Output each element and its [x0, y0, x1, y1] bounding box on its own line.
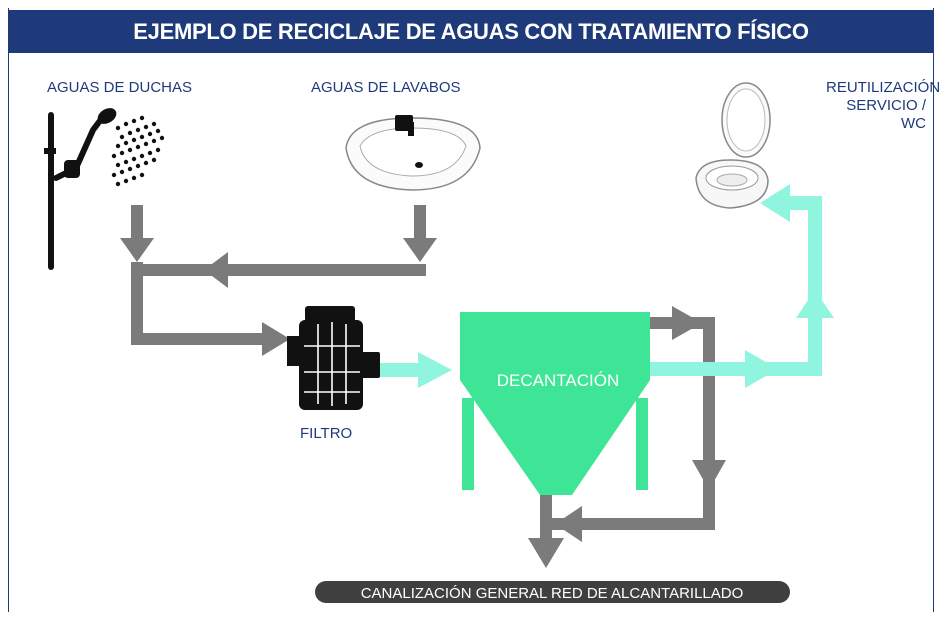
arrow-sink-down [403, 238, 437, 262]
arrow-shower-down [120, 238, 154, 262]
arrow-into-filter [262, 322, 290, 356]
label-filtro: FILTRO [300, 425, 353, 442]
label-reutilizacion-line1: REUTILIZACIÓN [826, 79, 941, 96]
arrow-overflow-right [672, 306, 702, 340]
pipe-tank-outlet [648, 362, 818, 376]
label-reutilizacion-line2: SERVICIO / WC [846, 97, 926, 132]
diagram-title: EJEMPLO DE RECICLAJE DE AGUAS CON TRATAM… [8, 10, 934, 53]
pipe-up-to-wc [808, 200, 822, 376]
pipe-shower-down [131, 205, 143, 240]
arrow-into-wc [760, 184, 790, 222]
tank-leg-left [462, 398, 474, 490]
tank-leg-right [636, 398, 648, 490]
tank-label: DECANTACIÓN [497, 371, 619, 390]
pipe-to-filter [131, 333, 271, 345]
sewer-label: CANALIZACIÓN GENERAL RED DE ALCANTARILLA… [361, 585, 744, 602]
pipe-sink-down [414, 205, 426, 240]
tank-body [460, 312, 650, 495]
filter-icon [287, 306, 380, 410]
treated-water-pipes [380, 184, 834, 388]
arrow-sink-left [204, 252, 228, 288]
grey-water-pipes [120, 205, 726, 568]
sink-icon [345, 115, 481, 191]
shower-icon [44, 108, 165, 270]
toilet-icon [695, 82, 771, 209]
pipe-sink-horizontal [137, 264, 426, 276]
arrow-outlet-right [745, 350, 778, 388]
sewer-bar: CANALIZACIÓN GENERAL RED DE ALCANTARILLA… [315, 581, 790, 603]
pipe-tank-drain [540, 495, 552, 540]
arrow-into-tank [418, 352, 452, 388]
pipe-filter-to-tank [380, 363, 420, 377]
pipe-shower-vertical [131, 262, 143, 345]
pipe-into-wc [780, 196, 822, 210]
arrow-up-to-wc [796, 290, 834, 318]
arrow-overflow-down [692, 460, 726, 490]
diagram-frame [8, 8, 934, 612]
label-reutilizacion: REUTILIZACIÓN SERVICIO / WC [826, 79, 941, 133]
label-aguas-lavabos: AGUAS DE LAVABOS [311, 79, 461, 96]
label-aguas-duchas: AGUAS DE DUCHAS [47, 79, 193, 96]
pipe-overflow-down [703, 317, 715, 530]
decantation-tank: DECANTACIÓN [460, 312, 650, 495]
arrow-drain-down [528, 538, 564, 568]
pipe-overflow-return [546, 518, 715, 530]
arrow-overflow-left [555, 506, 582, 542]
